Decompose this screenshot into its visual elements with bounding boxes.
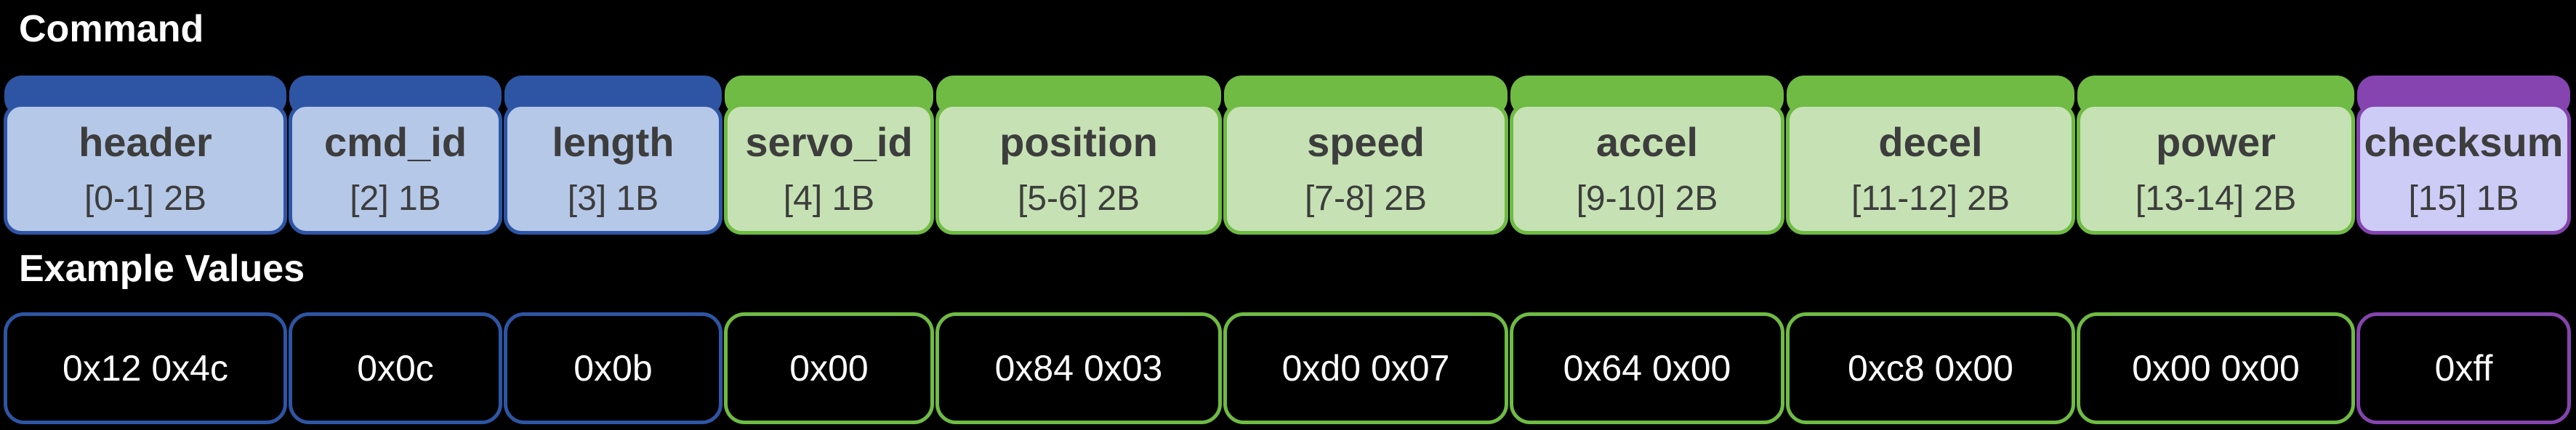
example-value-cmd_id: 0x0c <box>289 312 502 424</box>
value-col-header: 0x12 0x4c <box>3 312 288 424</box>
example-value-header: 0x12 0x4c <box>4 312 287 424</box>
field-box-header: header [0-1] 2B <box>4 103 287 235</box>
field-byte-range-label: [2] 1B <box>350 179 441 218</box>
field-position: position [5-6] 2B <box>935 76 1223 235</box>
field-name-label: power <box>2156 118 2276 165</box>
value-col-accel: 0x64 0x00 <box>1509 312 1785 424</box>
field-box-checksum: checksum [15] 1B <box>2356 103 2571 235</box>
field-box-speed: speed [7-8] 2B <box>1223 103 1508 235</box>
value-col-decel: 0xc8 0x00 <box>1785 312 2076 424</box>
field-name-label: decel <box>1878 118 1983 165</box>
command-fields-row: header [0-1] 2B cmd_id [2] 1B length [3] 1B se… <box>3 76 2572 235</box>
field-byte-range-label: [13-14] 2B <box>2135 179 2297 218</box>
field-header: header [0-1] 2B <box>3 76 288 235</box>
example-value-length: 0x0b <box>504 312 723 424</box>
field-name-label: servo_id <box>745 118 913 165</box>
field-name-label: speed <box>1307 118 1425 165</box>
value-col-checksum: 0xff <box>2356 312 2572 424</box>
field-length: length [3] 1B <box>503 76 723 235</box>
field-box-cmd_id: cmd_id [2] 1B <box>289 103 502 235</box>
field-byte-range-label: [11-12] 2B <box>1851 179 2010 218</box>
field-box-length: length [3] 1B <box>504 103 723 235</box>
example-value-power: 0x00 0x00 <box>2077 312 2355 424</box>
field-box-power: power [13-14] 2B <box>2077 103 2355 235</box>
value-col-speed: 0xd0 0x07 <box>1223 312 1509 424</box>
field-name-label: length <box>552 118 675 165</box>
command-section-title: Command <box>19 8 204 50</box>
value-col-length: 0x0b <box>503 312 723 424</box>
field-name-label: accel <box>1595 118 1699 165</box>
value-col-power: 0x00 0x00 <box>2076 312 2356 424</box>
field-decel: decel [11-12] 2B <box>1785 76 2076 235</box>
field-checksum: checksum [15] 1B <box>2356 76 2572 235</box>
field-servo_id: servo_id [4] 1B <box>723 76 935 235</box>
field-power: power [13-14] 2B <box>2076 76 2356 235</box>
example-value-accel: 0x64 0x00 <box>1510 312 1784 424</box>
example-value-position: 0x84 0x03 <box>935 312 1222 424</box>
field-byte-range-label: [5-6] 2B <box>1017 179 1140 218</box>
value-col-servo_id: 0x00 <box>723 312 935 424</box>
example-value-checksum: 0xff <box>2356 312 2571 424</box>
field-byte-range-label: [7-8] 2B <box>1304 179 1428 218</box>
field-name-label: position <box>999 118 1158 165</box>
field-byte-range-label: [3] 1B <box>567 179 659 218</box>
field-box-position: position [5-6] 2B <box>935 103 1222 235</box>
field-name-label: checksum <box>2364 118 2564 165</box>
value-col-cmd_id: 0x0c <box>288 312 503 424</box>
field-cmd_id: cmd_id [2] 1B <box>288 76 503 235</box>
field-byte-range-label: [9-10] 2B <box>1576 179 1718 218</box>
example-value-decel: 0xc8 0x00 <box>1786 312 2075 424</box>
field-name-label: cmd_id <box>323 118 467 165</box>
field-speed: speed [7-8] 2B <box>1223 76 1509 235</box>
value-col-position: 0x84 0x03 <box>935 312 1223 424</box>
example-values-section-title: Example Values <box>19 248 305 290</box>
example-value-speed: 0xd0 0x07 <box>1223 312 1508 424</box>
field-name-label: header <box>79 118 212 165</box>
field-box-accel: accel [9-10] 2B <box>1510 103 1784 235</box>
field-box-decel: decel [11-12] 2B <box>1786 103 2075 235</box>
example-value-servo_id: 0x00 <box>724 312 934 424</box>
field-byte-range-label: [0-1] 2B <box>84 179 207 218</box>
field-byte-range-label: [15] 1B <box>2408 179 2519 218</box>
field-accel: accel [9-10] 2B <box>1509 76 1785 235</box>
field-box-servo_id: servo_id [4] 1B <box>724 103 934 235</box>
field-byte-range-label: [4] 1B <box>783 179 875 218</box>
